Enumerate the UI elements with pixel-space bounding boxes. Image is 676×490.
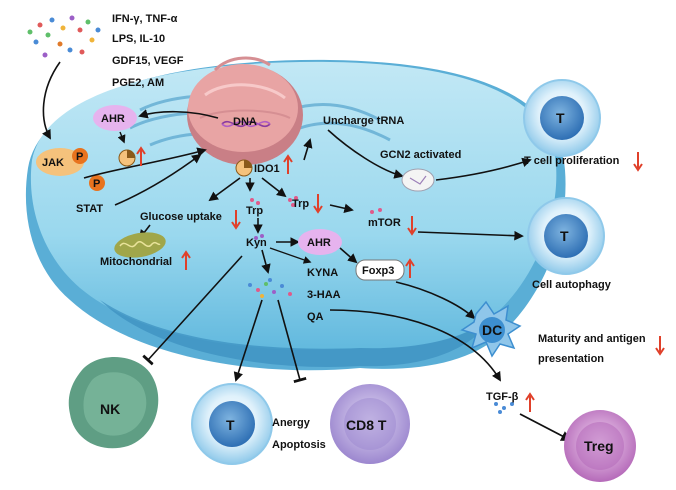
cd8-t-cell: CD8 T: [330, 384, 410, 464]
kyn-label: Kyn: [246, 237, 267, 249]
foxp3-box: [355, 259, 405, 281]
cell-autophagy-label: Cell autophagy: [532, 279, 612, 291]
up-arrow-icon: [405, 258, 415, 278]
stimuli-line-4: PGE2, AM: [112, 77, 164, 89]
gcn2-complex-icon: [401, 168, 435, 192]
3haa-label: 3-HAA: [307, 289, 341, 301]
t-cell-auto-label: T: [560, 228, 569, 244]
down-arrow-icon: [407, 216, 417, 236]
glucose-uptake-label: Glucose uptake: [140, 211, 222, 223]
t-cell-prolif-label: T: [556, 110, 565, 126]
apoptosis-label: Apoptosis: [272, 439, 326, 451]
stat-label: STAT: [76, 203, 103, 215]
dendritic-cell: DC: [460, 300, 522, 358]
phospho-badge-2: [89, 175, 105, 191]
phospho-label-1: P: [76, 151, 83, 163]
nk-label: NK: [100, 401, 120, 417]
uncharged-trna-label: Uncharge tRNA: [323, 115, 404, 127]
up-arrow-icon: [283, 154, 293, 174]
t-cell-proliferation: T: [523, 79, 601, 157]
jak-node: [36, 148, 84, 176]
stimuli-line-1: IFN-γ, TNF-α: [112, 13, 178, 25]
kyna-label: KYNA: [307, 267, 338, 279]
ahr-mid-node: [298, 229, 342, 255]
stimuli-line-3: GDF15, VEGF: [112, 55, 184, 67]
up-arrow-icon: [525, 392, 535, 412]
dc-text-line2: presentation: [538, 353, 604, 365]
down-arrow-icon: [231, 210, 241, 230]
phospho-badge-1: [72, 148, 88, 164]
cd8-label: CD8 T: [346, 417, 387, 433]
t-cell-anergy: T: [191, 383, 273, 465]
trp-center-label: Trp: [246, 205, 263, 217]
ahr-top-node: [93, 105, 137, 131]
nucleus: [187, 56, 303, 165]
foxp3-label: Foxp3: [362, 265, 394, 277]
mitochondrial-label: Mitochondrial: [100, 256, 172, 268]
anergy-label: Anergy: [272, 417, 311, 429]
down-arrow-icon: [313, 194, 323, 214]
up-arrow-icon: [181, 250, 191, 270]
dna-label: DNA: [233, 116, 257, 128]
t-cell-proliferation-label: T cell proliferation: [524, 155, 620, 167]
dc-text-line1: Maturity and antigen: [538, 333, 646, 345]
down-arrow-icon: [655, 336, 665, 356]
trp-right-label: Trp: [292, 198, 309, 210]
up-arrow-icon: [136, 146, 146, 166]
ido1-label: IDO1: [254, 163, 280, 175]
t-cell-autophagy: T: [527, 197, 605, 275]
phospho-label-2: P: [93, 178, 100, 190]
ahr-mid-label: AHR: [307, 237, 331, 249]
metabolite-particles-icon: [248, 278, 292, 298]
tgf-beta-label: TGF-β: [486, 391, 519, 403]
gcn2-label: GCN2 activated: [380, 149, 461, 161]
dc-label: DC: [482, 322, 502, 338]
mitochondria-icon: [114, 232, 166, 258]
tgf-particles-icon: [494, 402, 514, 414]
ahr-top-label: AHR: [101, 113, 125, 125]
treg-cell: Treg: [564, 410, 636, 482]
jak-label: JAK: [42, 157, 64, 169]
down-arrow-icon: [633, 152, 643, 172]
nk-cell: NK: [68, 357, 159, 449]
stimuli-line-2: LPS, IL-10: [112, 33, 165, 45]
mtor-label: mTOR: [368, 217, 401, 229]
cytokine-particles-icon: [27, 15, 101, 58]
treg-label: Treg: [584, 438, 614, 454]
qa-label: QA: [307, 311, 324, 323]
t-bottom-label: T: [226, 417, 235, 433]
